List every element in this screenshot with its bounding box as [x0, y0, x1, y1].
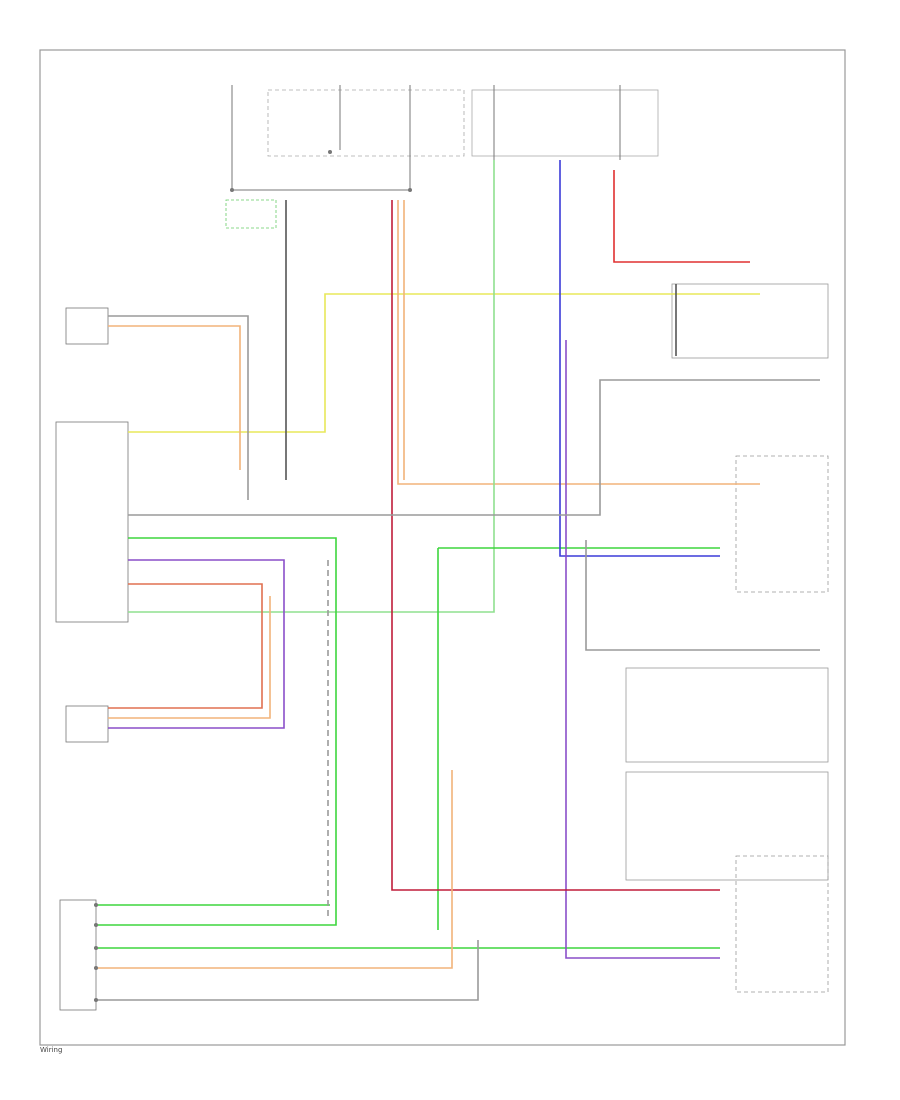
purple-wire [565, 340, 720, 959]
red-wire [613, 170, 750, 263]
blue-wire [559, 160, 720, 557]
rear-sensor-gray [108, 315, 249, 500]
headlamp-switch-box [671, 283, 829, 359]
left-rear-sensor-connector [65, 307, 109, 345]
diagram-border [39, 49, 846, 1046]
gray-wire-1 [128, 379, 820, 516]
bottom-left-connector [59, 899, 97, 1011]
left-headlamp-box [735, 855, 829, 993]
fuse-box-group [231, 85, 659, 191]
mid-right-box-2 [625, 771, 829, 881]
green-wire-3 [437, 547, 720, 930]
orange-wire-1 [397, 200, 760, 485]
front-sensor-orange [108, 596, 271, 719]
front-sensor-red [108, 583, 263, 709]
gray-wire-bottom [94, 940, 479, 1001]
gray-wire-2 [585, 540, 820, 651]
splice-box [225, 199, 277, 229]
wires [94, 160, 820, 1001]
rear-sensor-orange [108, 325, 241, 470]
dark-red-wire [391, 200, 720, 891]
green-wire-1 [128, 160, 495, 613]
mid-right-box-1 [625, 667, 829, 763]
green-wire-2 [94, 537, 337, 926]
front-sensor-purple [108, 559, 285, 729]
orange-wire-bottom [94, 770, 453, 969]
control-module-connector [55, 421, 129, 623]
footer-label: Wiring [40, 1046, 63, 1054]
yellow-wire [128, 293, 760, 433]
left-front-sensor-connector [65, 705, 109, 743]
right-headlamp-box [735, 455, 829, 593]
terminal-markers [94, 150, 412, 1002]
